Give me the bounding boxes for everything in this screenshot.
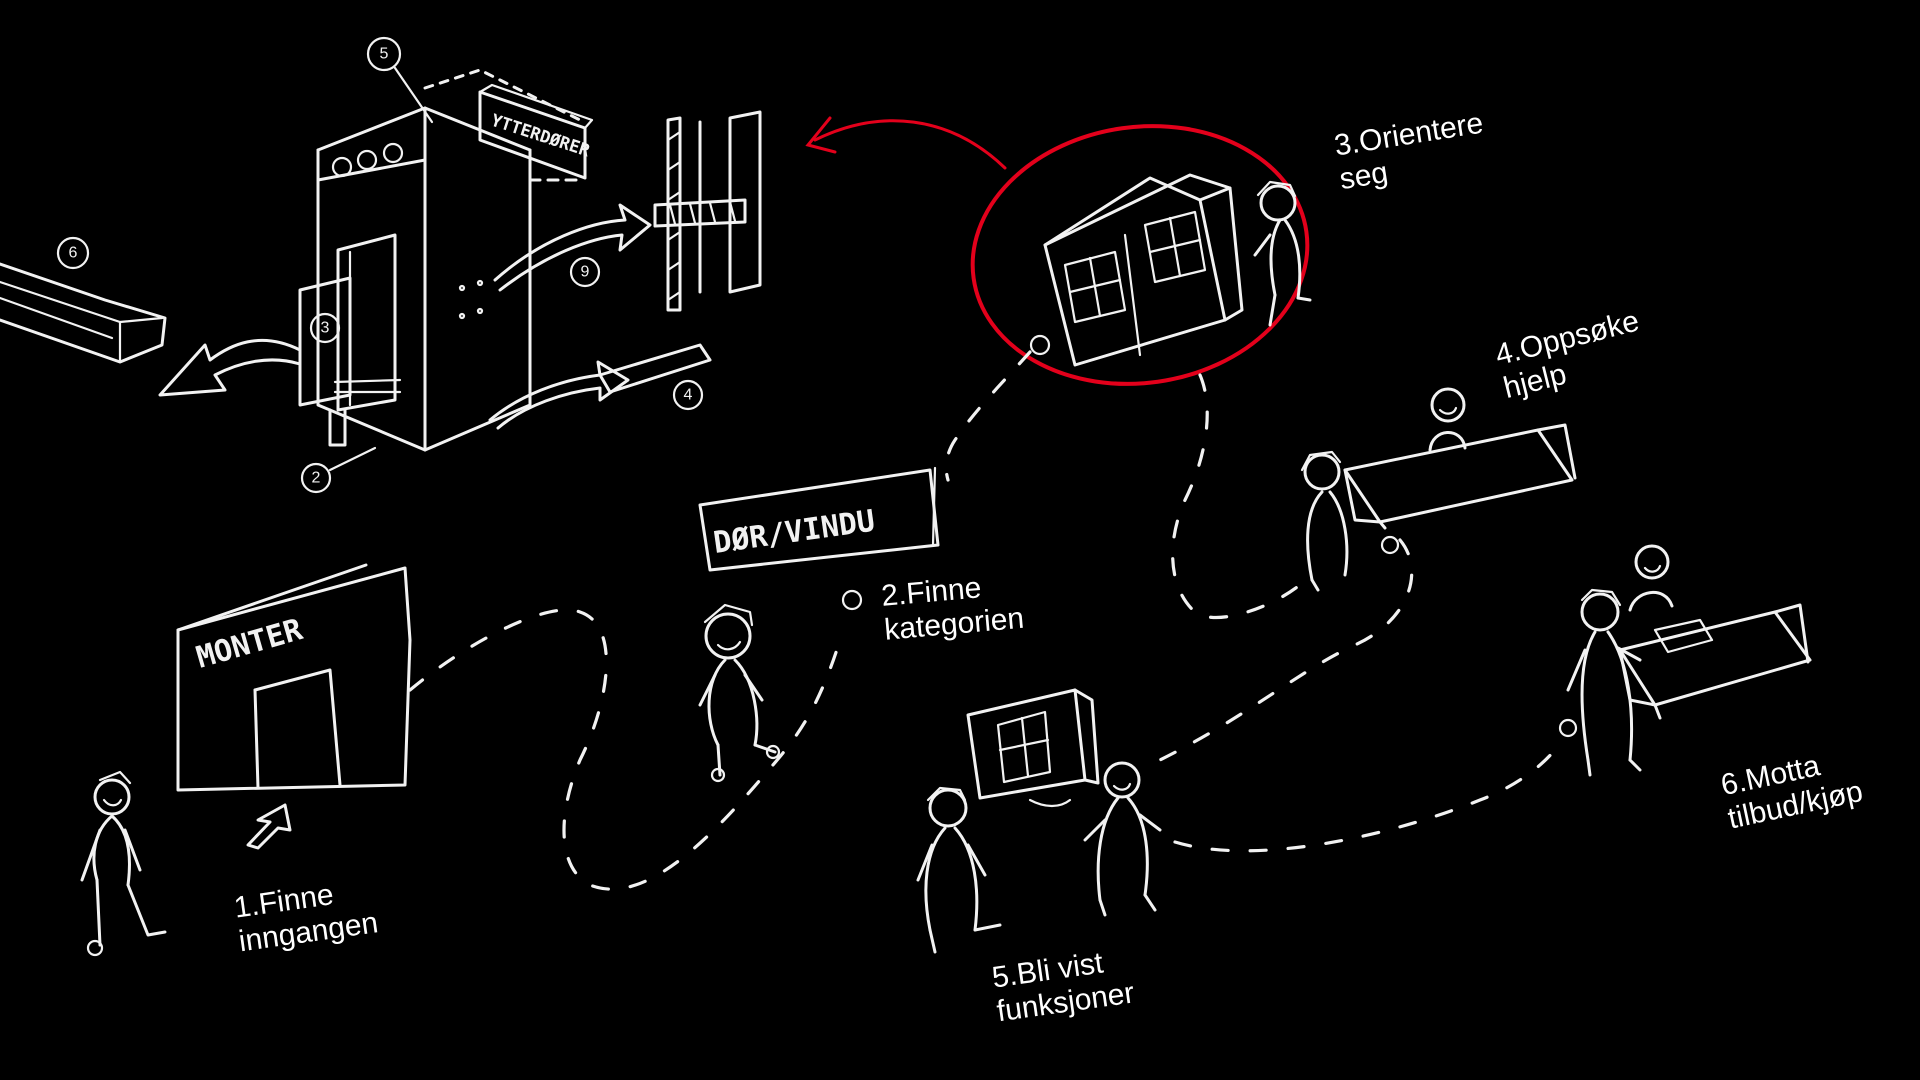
step-4-help-desk: [1300, 387, 1577, 592]
sign-dor-vindu: DØR/VINDU: [711, 504, 877, 561]
callout-6: 6: [69, 245, 78, 262]
booth-sketch: YTTERDØRER 5 6 3 9 4 2: [0, 36, 762, 494]
callout-2: 2: [312, 470, 321, 487]
callout-4: 4: [684, 387, 693, 404]
step-2-label: 2.Finne kategorien: [880, 568, 1026, 648]
journey-path: [408, 350, 1564, 891]
callout-9: 9: [581, 264, 590, 281]
step-5-demonstration: [916, 688, 1162, 954]
callout-3: 3: [321, 320, 330, 337]
step-6-purchase: [1558, 544, 1812, 777]
step-3-orientation: [970, 124, 1312, 386]
highlight-circle: [970, 124, 1310, 386]
return-arrow: [813, 119, 1007, 170]
callout-5: 5: [380, 46, 389, 63]
return-arrow-head: [805, 116, 837, 154]
